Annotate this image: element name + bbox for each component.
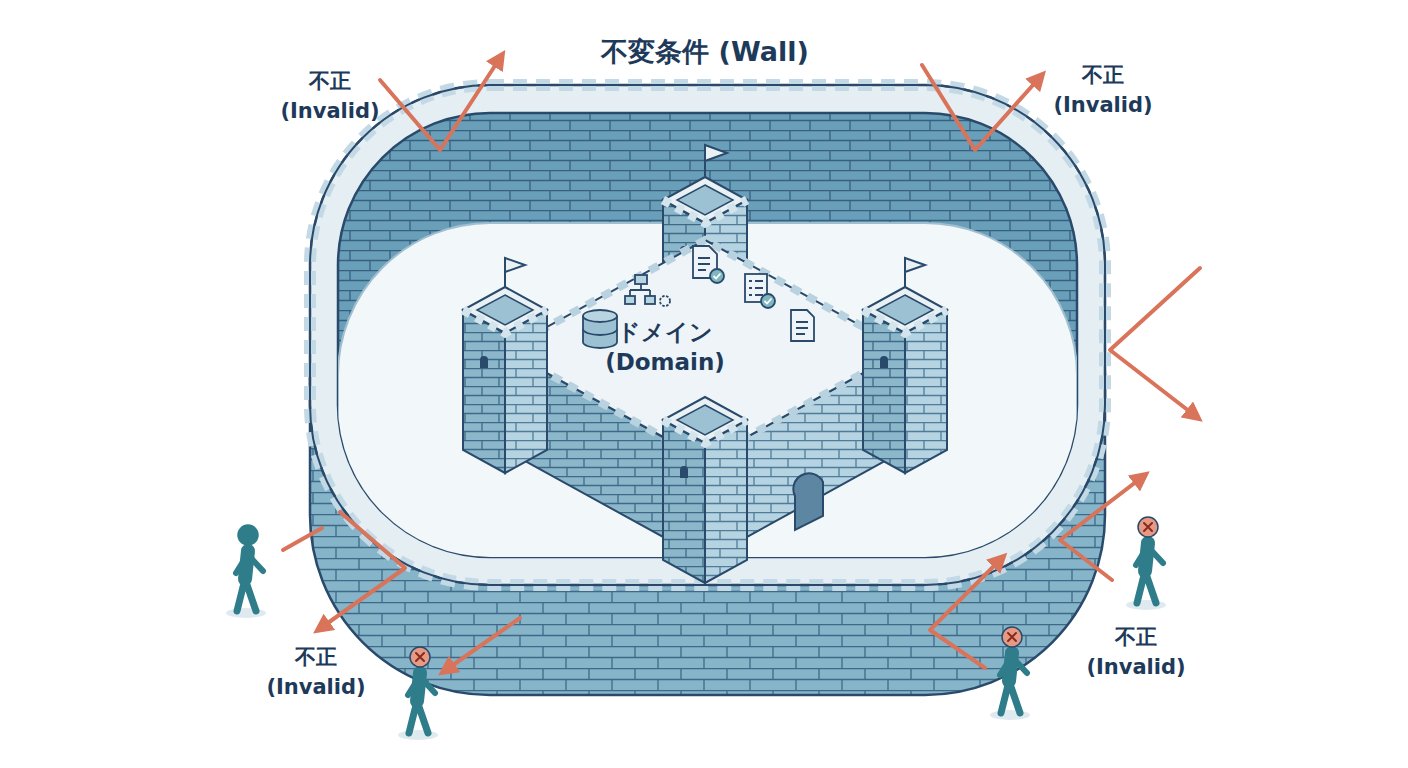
invalid-label: 不正 (Invalid) — [274, 66, 386, 127]
castle-tower — [863, 287, 947, 473]
invalid-label: 不正 (Invalid) — [1047, 60, 1159, 121]
castle-crenellation — [505, 240, 905, 460]
wall-heading: 不変条件 (Wall) — [290, 34, 1120, 69]
wall-outer-face — [310, 195, 1105, 695]
invariant-wall: 不変条件 (Wall) ドメイン (Domain) — [290, 30, 1120, 720]
invalid-label: 不正 (Invalid) — [260, 642, 372, 703]
castle-flag — [905, 258, 925, 290]
invalid-label: 不正 (Invalid) — [1080, 622, 1192, 683]
castle-gate — [793, 473, 823, 530]
rejected-arrow — [1110, 268, 1200, 418]
domain-label: ドメイン (Domain) — [595, 318, 735, 378]
domain-castle: ドメイン (Domain) — [465, 170, 945, 590]
courtyard-floor — [338, 223, 1077, 667]
castle-outline — [465, 170, 945, 590]
castle-tower — [663, 397, 747, 583]
intruder-figure — [226, 525, 266, 618]
intruder-figure — [1126, 517, 1166, 610]
castle-flag — [505, 258, 525, 290]
castle-tower — [463, 287, 547, 473]
castle-courtyard — [505, 240, 905, 460]
castle-flag — [705, 145, 727, 180]
